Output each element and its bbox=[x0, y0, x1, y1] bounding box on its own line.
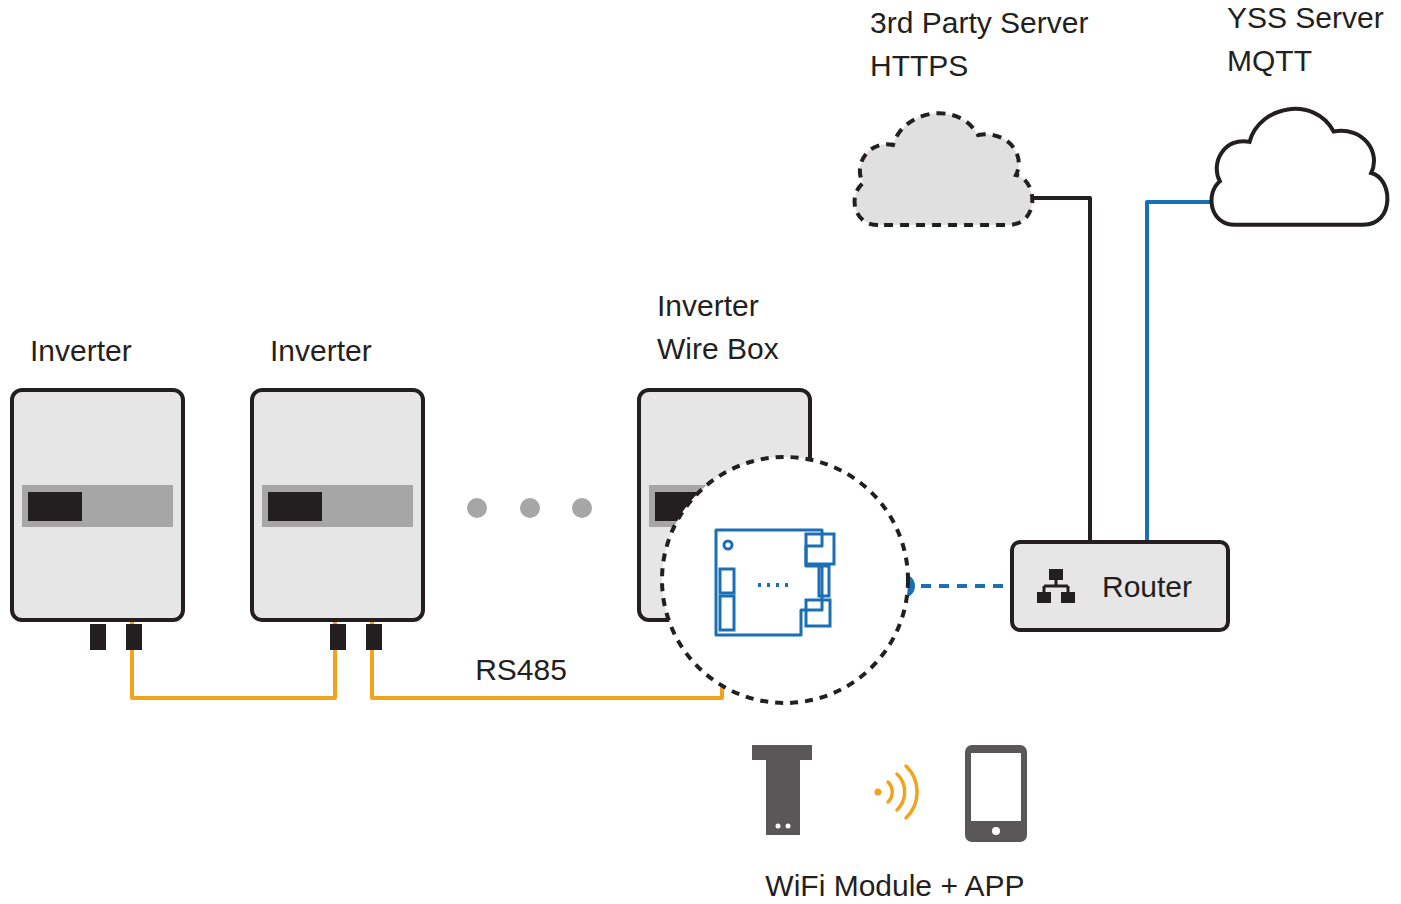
ellipsis-dot bbox=[572, 498, 592, 518]
node-label: Inverter bbox=[30, 329, 132, 372]
ellipsis-dot bbox=[520, 498, 540, 518]
inverter-drawing bbox=[250, 388, 425, 662]
caption-label: WiFi Module + APP bbox=[765, 868, 1024, 904]
node-heading: Inverter Wire Box bbox=[657, 284, 807, 370]
connector bbox=[132, 622, 335, 698]
server-heading: YSS Server MQTT bbox=[1227, 0, 1399, 82]
phone-icon bbox=[965, 745, 1027, 842]
signal-label: RS485 bbox=[471, 652, 571, 688]
inverter-box: Inverter Wire Box bbox=[637, 388, 812, 622]
cloud-server: YSS Server MQTT bbox=[1205, 90, 1393, 230]
inverter-drawing bbox=[10, 388, 185, 662]
inverter-box: Inverter bbox=[250, 388, 425, 622]
server-heading: 3rd Party Server HTTPS bbox=[870, 1, 1110, 87]
node-heading: Inverter bbox=[30, 329, 132, 372]
cloud-shape bbox=[848, 95, 1038, 230]
connector bbox=[1147, 202, 1211, 540]
wifi-signal-icon bbox=[875, 766, 918, 818]
cloud-shape bbox=[1205, 90, 1393, 230]
server-label: 3rd Party Server HTTPS bbox=[870, 1, 1110, 87]
server-label: YSS Server MQTT bbox=[1227, 0, 1399, 82]
cloud-server: 3rd Party Server HTTPS bbox=[848, 95, 1038, 230]
router-label: Router bbox=[1102, 565, 1192, 608]
wifi-module-icon bbox=[752, 745, 812, 835]
wire-box-callout bbox=[646, 450, 906, 710]
connector bbox=[1032, 198, 1090, 540]
node-heading: Inverter bbox=[270, 329, 372, 372]
router-box: Router bbox=[1010, 540, 1230, 632]
inverter-box: Inverter bbox=[10, 388, 185, 622]
node-label: Inverter bbox=[270, 329, 372, 372]
node-label: Inverter Wire Box bbox=[657, 284, 807, 370]
connector bbox=[372, 622, 722, 698]
ellipsis-dot bbox=[467, 498, 487, 518]
network-icon bbox=[1036, 566, 1076, 606]
